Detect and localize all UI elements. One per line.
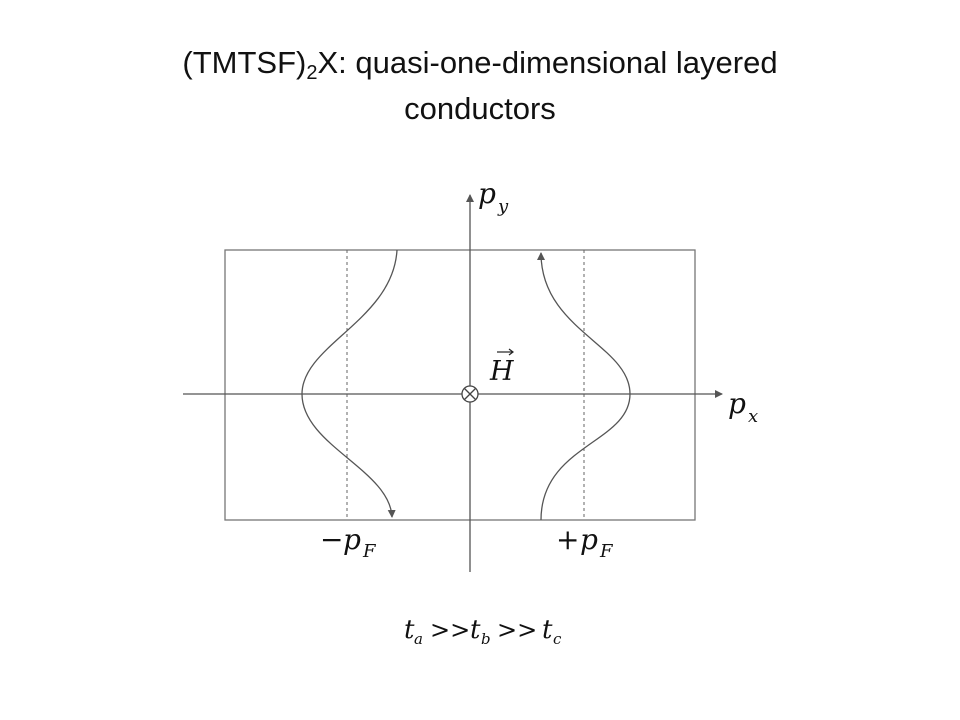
field-label: H [489,348,514,387]
px-label-main: p [728,387,746,420]
py-label-sub: y [497,196,509,217]
pos-pf-main: p [580,523,598,556]
title-line2: conductors [404,91,556,126]
formula-t-c: t [542,615,553,645]
py-axis-label: p y [478,177,509,217]
title-subscript: 2 [306,62,318,84]
fermi-sheet-left [301,249,398,518]
neg-pf-main: p [343,523,361,556]
formula-sub-c: c [553,630,562,648]
formula-sub-b: b [481,630,491,648]
pos-pf-sub: F [599,541,614,562]
pos-pf-sign: + [556,523,579,556]
px-label-sub: x [748,406,758,427]
neg-pf-sub: F [362,541,377,562]
pos-pf-label: + p F [556,523,614,562]
formula-t-a: t [404,615,415,645]
zone-rectangle [224,249,696,521]
field-into-page-icon [461,385,479,403]
dashed-guides [225,250,695,520]
py-label-main: p [478,177,496,210]
page-title: (TMTSF)2X: quasi-one-dimensional layered… [0,40,960,132]
formula-t-b: t [470,615,481,645]
field-label-text: H [489,356,514,387]
formula-sub-a: a [414,630,423,648]
neg-pf-sign: − [320,523,343,556]
title-text: X: quasi-one-dimensional layered [317,45,778,80]
formula-gt-2: >> [497,616,537,644]
neg-pf-label: − p F [320,523,377,562]
hopping-hierarchy-formula: t a >> t b >> t c [404,615,562,648]
title-formula-prefix: (TMTSF) [182,45,307,80]
px-axis-label: p x [728,387,758,427]
formula-gt-1: >> [430,616,470,644]
fermi-sheet-right [537,252,631,521]
